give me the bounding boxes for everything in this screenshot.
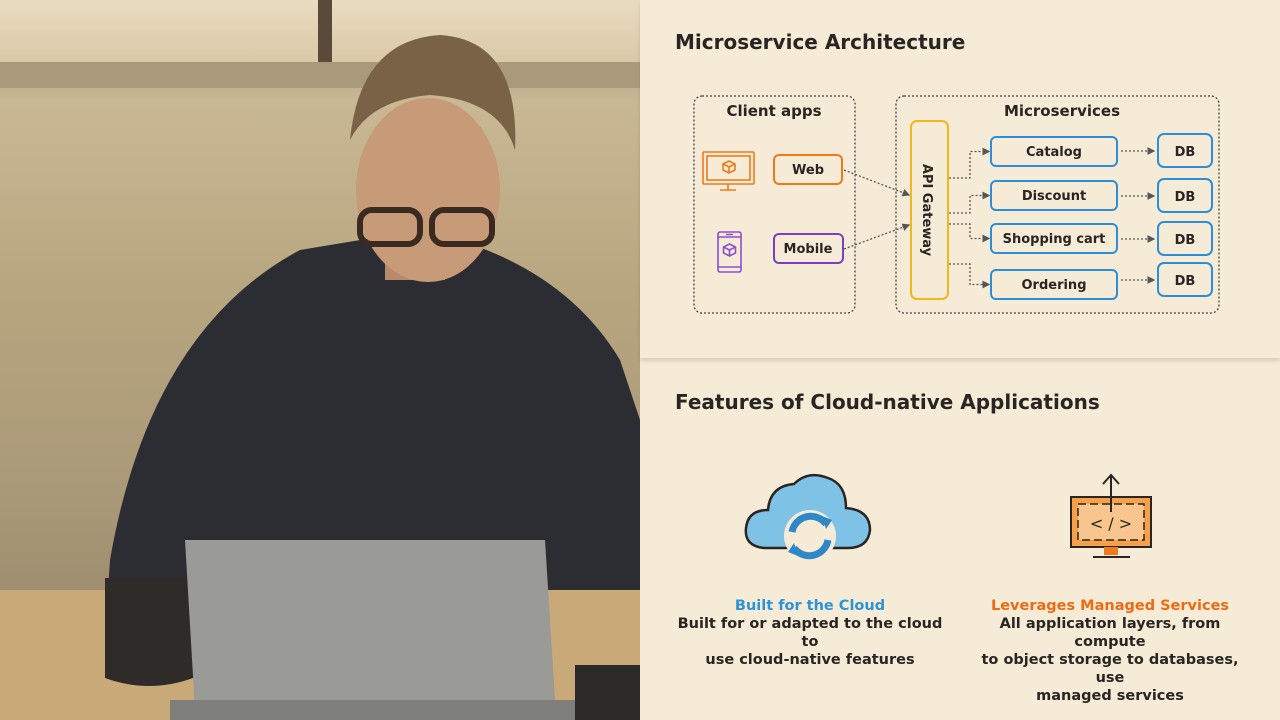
feature-heading: Built for the Cloud	[734, 598, 886, 614]
web-to-gateway-arrow	[843, 169, 911, 197]
web-client-box	[773, 154, 843, 185]
feature-description-line: use cloud-native features	[705, 652, 915, 668]
client-apps-label: Client apps	[726, 102, 821, 120]
gateway-to-service-arrow	[949, 263, 991, 289]
database-label: DB	[1175, 145, 1196, 160]
database-label: DB	[1175, 233, 1196, 248]
feature-description-line: Built for or adapted to the cloud to	[677, 616, 943, 650]
service-box	[990, 223, 1118, 254]
feature-managed-services: Leverages Managed Services All applicati…	[970, 597, 1250, 705]
mobile-to-gateway-arrow	[843, 223, 911, 250]
database-box	[1157, 262, 1213, 297]
database-box	[1157, 221, 1213, 256]
database-label: DB	[1175, 190, 1196, 205]
service-label: Ordering	[1021, 278, 1086, 293]
service-label: Catalog	[1026, 145, 1082, 160]
microservice-diagram: Client apps Microservices Web Mobile	[693, 95, 1220, 314]
api-gateway-box	[910, 120, 949, 300]
gateway-to-service-arrow	[949, 223, 991, 243]
service-box	[990, 180, 1118, 211]
database-label: DB	[1175, 274, 1196, 289]
service-label: Shopping cart	[1003, 232, 1106, 247]
cloud-sync-icon	[744, 473, 872, 562]
web-client-label: Web	[792, 163, 824, 178]
mobile-client-box	[773, 233, 844, 264]
features-title: Features of Cloud-native Applications	[675, 390, 1100, 414]
microservices-group	[895, 95, 1220, 314]
desktop-monitor-icon	[702, 151, 755, 191]
architecture-section: Microservice Architecture Client apps Mi…	[640, 0, 1280, 358]
gateway-to-service-arrow	[949, 147, 991, 179]
database-box	[1157, 133, 1213, 168]
mobile-client-label: Mobile	[784, 242, 833, 257]
service-box	[990, 136, 1118, 167]
feature-heading: Leverages Managed Services	[990, 598, 1230, 614]
architecture-title: Microservice Architecture	[675, 30, 966, 54]
client-apps-group	[693, 95, 856, 314]
feature-built-for-cloud: Built for the Cloud Built for or adapted…	[670, 597, 950, 669]
database-box	[1157, 178, 1213, 213]
service-box	[990, 269, 1118, 300]
feature-description-line: to object storage to databases, use	[981, 652, 1239, 686]
monitor-code-upload-icon: < / >	[1070, 473, 1152, 558]
service-label: Discount	[1022, 189, 1086, 204]
photo-man-on-laptop	[0, 0, 640, 720]
feature-description-line: All application layers, from compute	[999, 616, 1221, 650]
mobile-phone-icon	[717, 231, 742, 273]
svg-text:< / >: < / >	[1090, 514, 1132, 533]
feature-description-line: managed services	[1036, 688, 1184, 704]
gateway-to-service-arrow	[949, 191, 991, 214]
slide-panel: Microservice Architecture Client apps Mi…	[640, 0, 1280, 720]
photo-illustration	[0, 0, 640, 720]
api-gateway-label: API Gateway	[919, 164, 934, 257]
microservices-label: Microservices	[1004, 102, 1120, 120]
